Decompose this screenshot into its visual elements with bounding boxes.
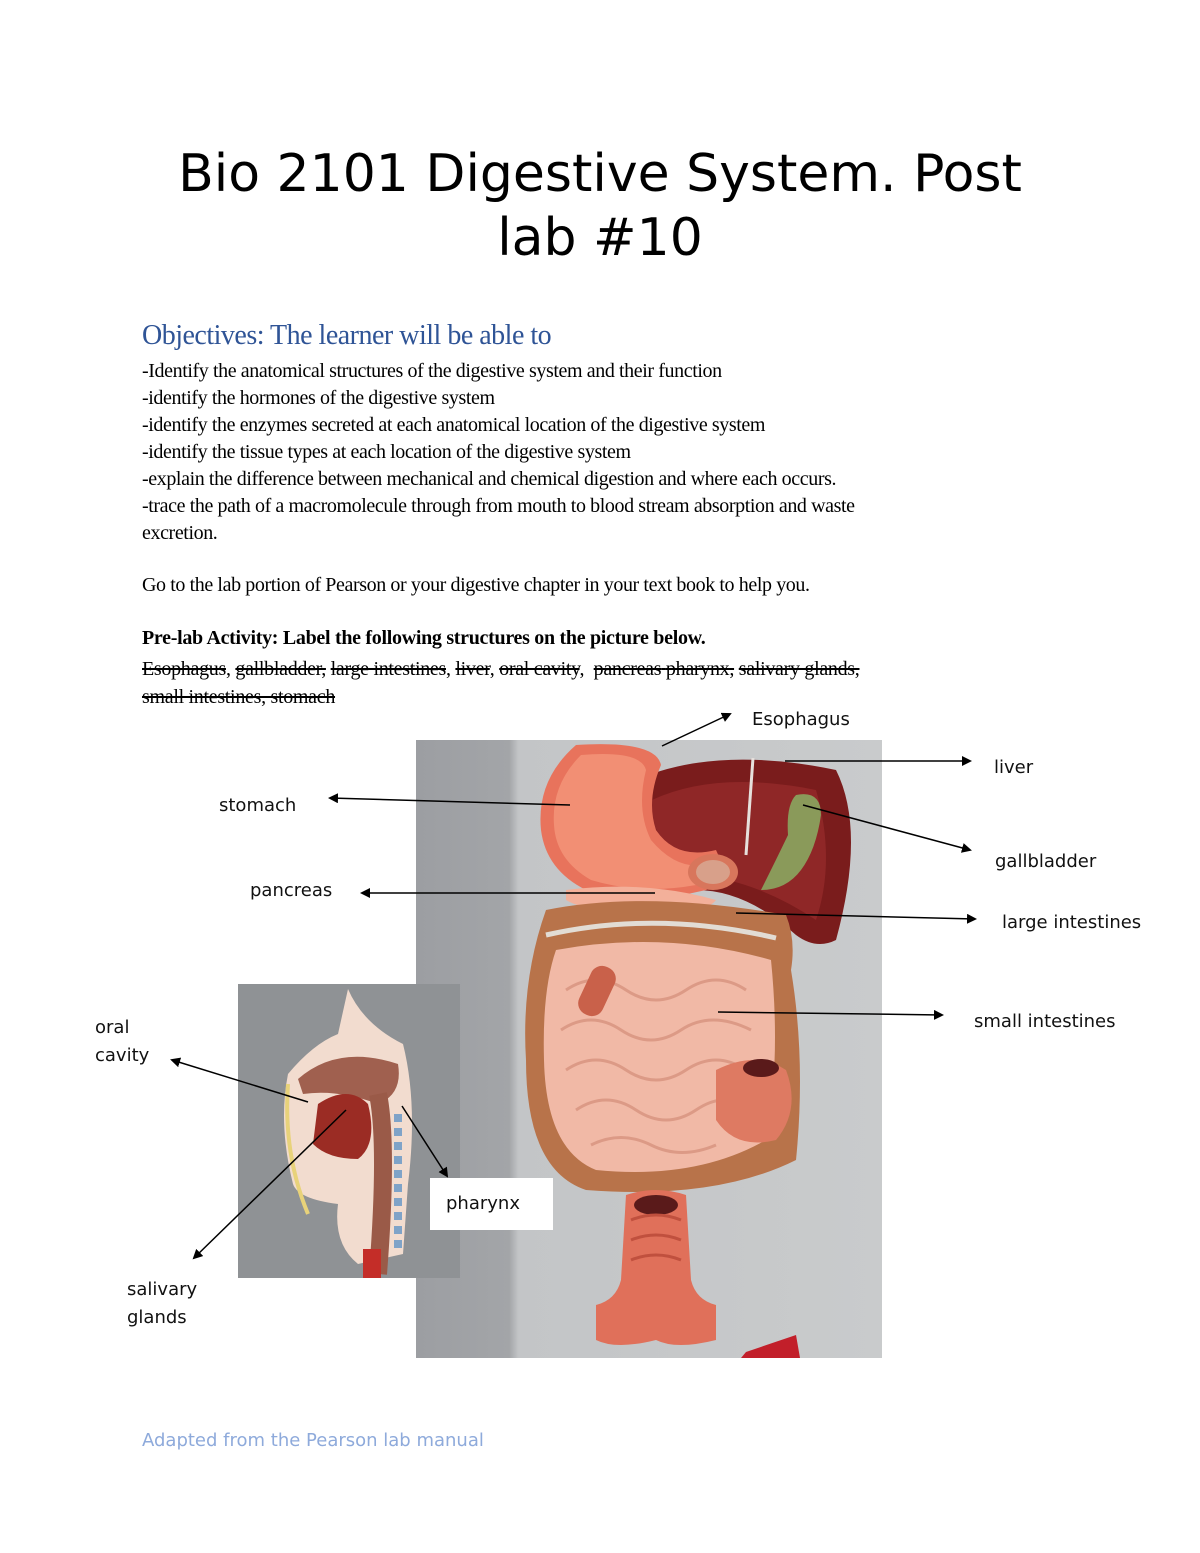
- label-oral-cavity-line1: oral: [95, 1017, 130, 1038]
- label-small-intestines: small intestines: [974, 1011, 1116, 1032]
- label-liver: liver: [994, 757, 1034, 778]
- label-gallbladder: gallbladder: [995, 851, 1097, 872]
- label-oral-cavity: oral cavity: [95, 1014, 149, 1070]
- label-stomach: stomach: [219, 795, 297, 816]
- separator: ,: [579, 658, 594, 680]
- page-title: Bio 2101 Digestive System. Post lab #10: [0, 142, 1200, 270]
- separator: ,: [446, 658, 456, 680]
- label-pancreas: pancreas: [250, 880, 333, 901]
- objective-item: -identify the hormones of the digestive …: [142, 387, 495, 409]
- structure-small-intestines-stomach: small intestines, stomach: [142, 686, 336, 708]
- objective-item: excretion.: [142, 522, 218, 544]
- structure-list: Esophagus, gallbladder, large intestines…: [142, 655, 1042, 711]
- label-salivary-glands-line1: salivary: [127, 1279, 198, 1300]
- label-esophagus: Esophagus: [752, 709, 850, 730]
- instruction-text: Go to the lab portion of Pearson or your…: [142, 574, 810, 596]
- prelab-heading: Pre-lab Activity: Label the following st…: [142, 627, 706, 649]
- objective-item: -identify the tissue types at each locat…: [142, 441, 631, 463]
- structure-esophagus: Esophagus: [142, 658, 226, 680]
- structure-gallbladder: gallbladder,: [235, 658, 326, 680]
- objective-item: -explain the difference between mechanic…: [142, 468, 837, 490]
- head-section-illustration: [284, 989, 412, 1278]
- digestive-model-photo: [416, 740, 882, 1358]
- label-salivary-glands-line2: glands: [127, 1307, 187, 1328]
- structure-pancreas: pancreas: [593, 658, 662, 680]
- separator: ,: [489, 658, 500, 680]
- footer-attribution: Adapted from the Pearson lab manual: [142, 1430, 484, 1451]
- objective-item: -identify the enzymes secreted at each a…: [142, 414, 766, 436]
- title-line-1: Bio 2101 Digestive System. Post: [178, 144, 1022, 204]
- label-salivary-glands: salivary glands: [127, 1276, 197, 1332]
- pharynx-label-box: [430, 1178, 553, 1230]
- structure-large-intestines: large intestines: [330, 658, 447, 680]
- structure-liver: liver: [455, 658, 490, 680]
- digestive-organs-illustration: [525, 744, 851, 1358]
- label-oral-cavity-line2: cavity: [95, 1045, 150, 1066]
- structure-oral-cavity: oral cavity: [499, 658, 580, 680]
- structure-salivary-glands: salivary glands,: [738, 658, 860, 680]
- objectives-heading: Objectives: The learner will be able to: [142, 320, 552, 351]
- head-section-photo: [238, 984, 460, 1278]
- structure-pharynx: pharynx,: [665, 658, 735, 680]
- objectives-list: -Identify the anatomical structures of t…: [142, 358, 1042, 547]
- label-large-intestines: large intestines: [1002, 912, 1142, 933]
- title-line-2: lab #10: [497, 208, 703, 268]
- separator: ,: [225, 658, 236, 680]
- label-pharynx: pharynx: [446, 1193, 520, 1214]
- objective-item: -trace the path of a macromolecule throu…: [142, 495, 855, 517]
- objective-item: -Identify the anatomical structures of t…: [142, 360, 722, 382]
